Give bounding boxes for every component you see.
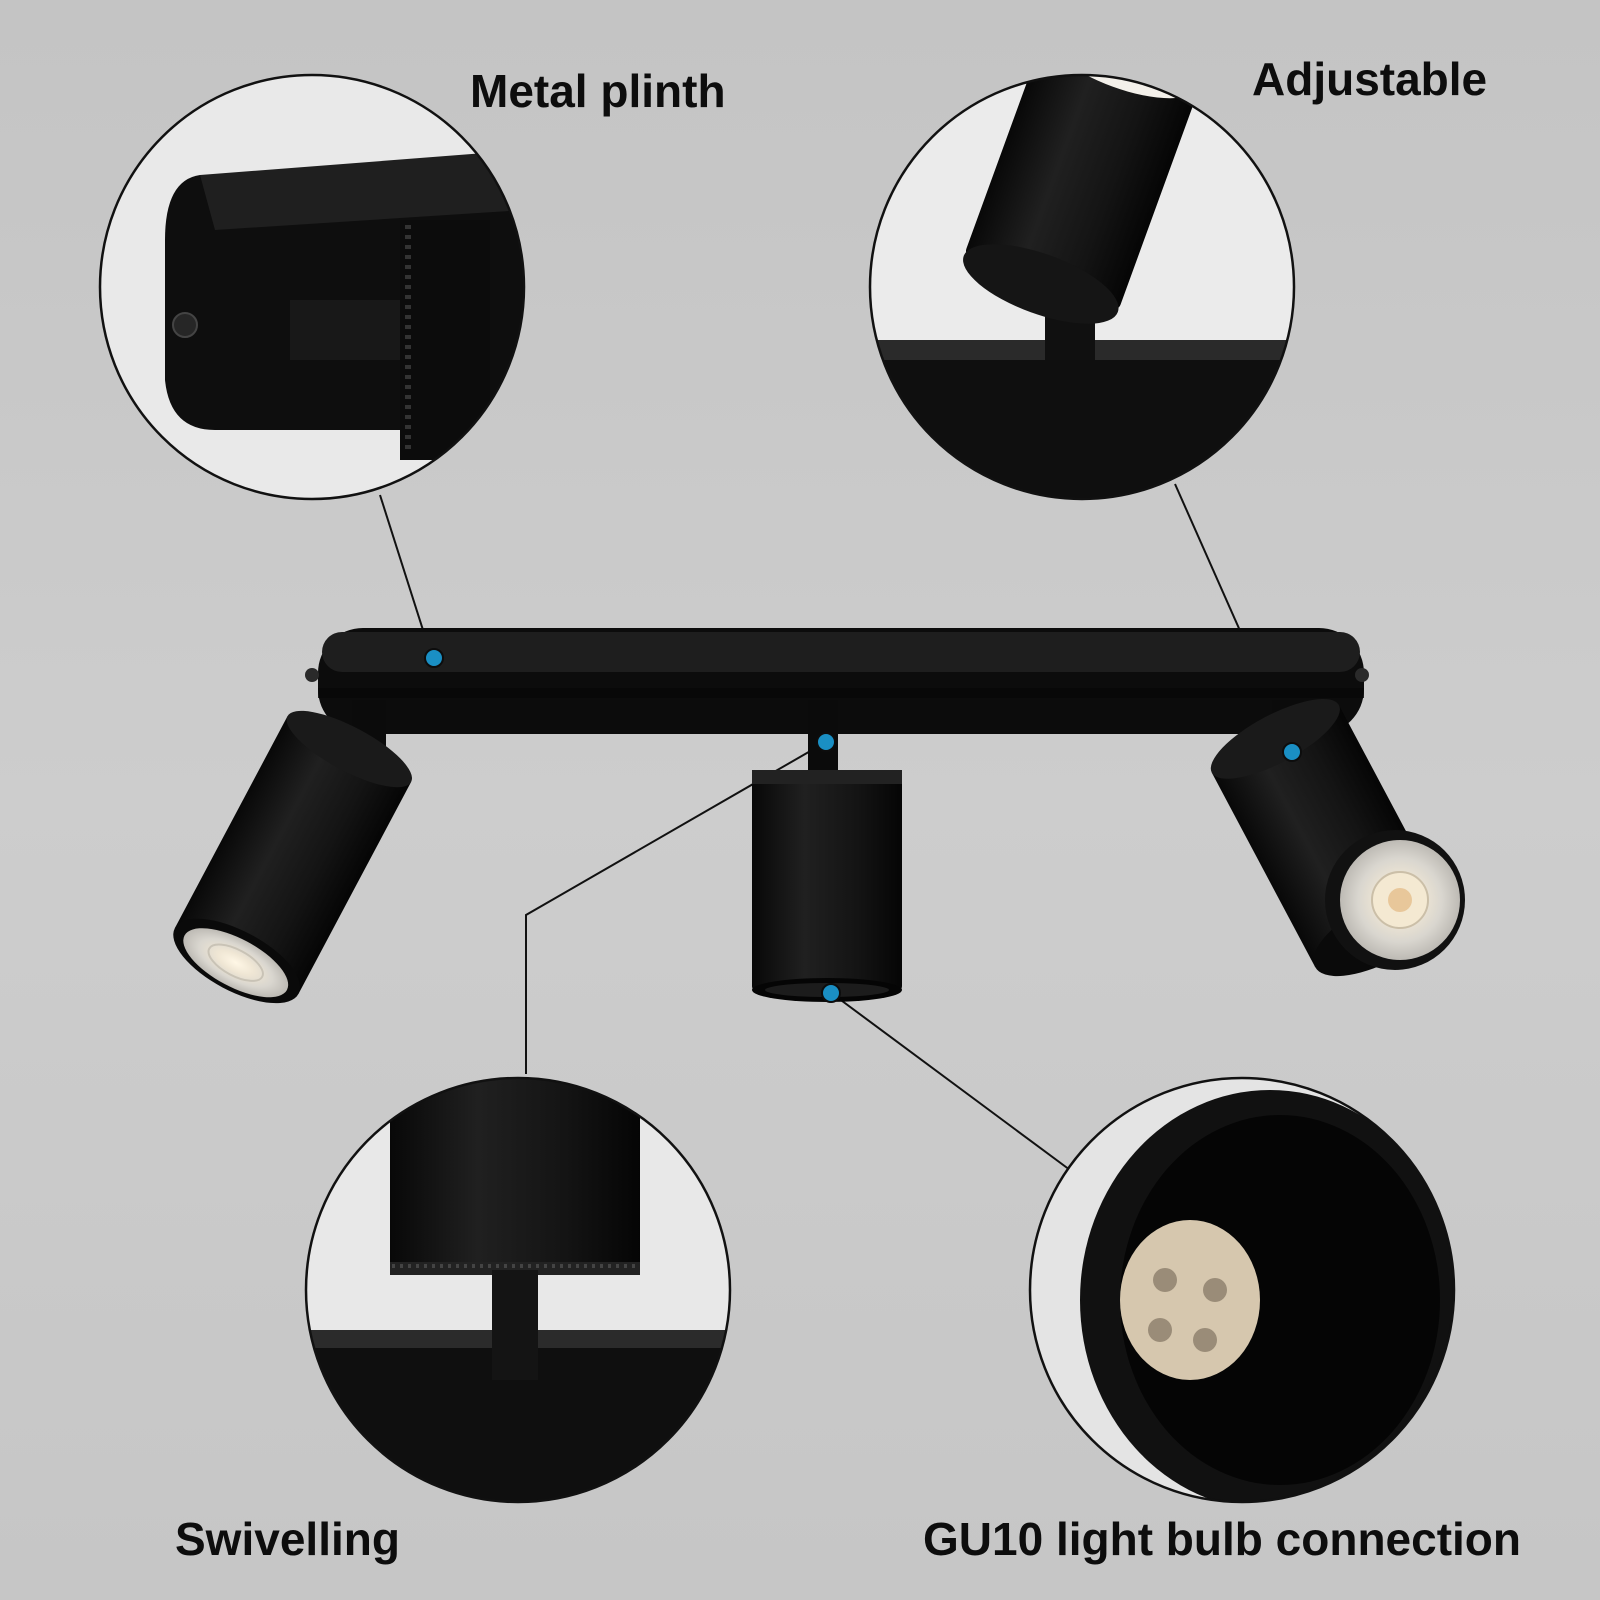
marker-metal-plinth <box>424 648 444 668</box>
spotlight-fixture <box>173 628 1465 1004</box>
screw-icon <box>172 312 198 338</box>
leader-line-gu10 <box>829 991 1071 1171</box>
detail-circle-swivelling <box>304 1076 732 1504</box>
label-adjustable: Adjustable <box>1252 53 1488 105</box>
plinth-screw-right <box>1355 668 1369 682</box>
left-spotlight <box>173 700 412 1004</box>
plinth-bar <box>305 628 1369 734</box>
detail-circle-metal-plinth <box>98 73 526 501</box>
plinth-screw-left <box>305 668 319 682</box>
marker-swivel <box>816 732 836 752</box>
marker-dots <box>424 648 1302 1003</box>
detail-circle-adjustable <box>868 73 1296 501</box>
right-spotlight <box>1210 698 1465 977</box>
detail-circle-gu10 <box>1028 1076 1456 1504</box>
label-swivelling: Swivelling <box>175 1513 400 1565</box>
marker-adjustable <box>1282 742 1302 762</box>
leader-line-metal-plinth <box>379 494 431 653</box>
label-gu10-connection: GU10 light bulb connection <box>923 1513 1521 1565</box>
leader-line-swivelling <box>525 741 827 1074</box>
marker-gu10 <box>821 983 841 1003</box>
label-metal-plinth: Metal plinth <box>470 65 726 117</box>
gu10-socket <box>1120 1220 1260 1380</box>
left-bulb <box>183 928 289 998</box>
